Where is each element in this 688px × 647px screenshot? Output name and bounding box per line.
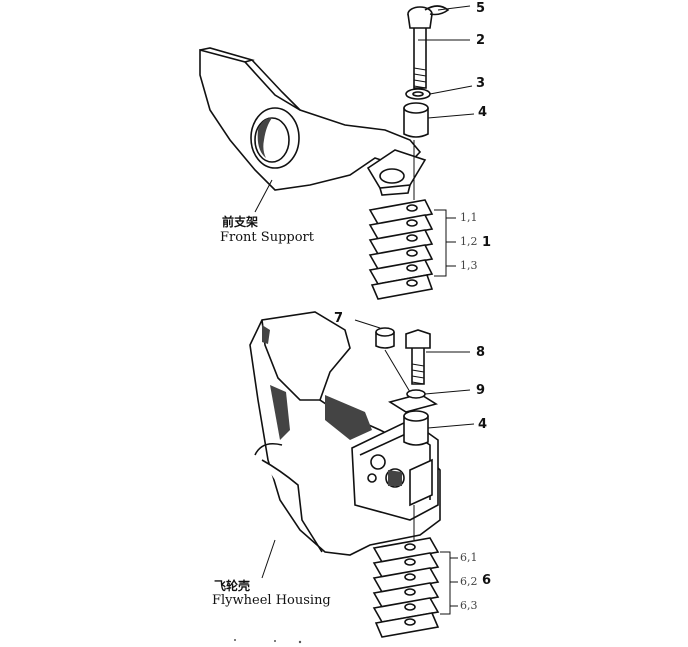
bottom-plate-and-washer bbox=[388, 389, 471, 413]
callout-6-1: 6,1 bbox=[460, 551, 478, 564]
callout-5-top: 5 bbox=[476, 1, 486, 16]
flywheel-housing-caption-cn: 飞轮壳 bbox=[214, 579, 251, 593]
callout-1-3: 1,3 bbox=[460, 259, 478, 272]
bottom-sleeve bbox=[403, 410, 475, 446]
callout-6: 6 bbox=[482, 573, 492, 588]
callout-2-top: 2 bbox=[476, 33, 486, 48]
callout-1-2: 1,2 bbox=[460, 235, 478, 248]
callout-7: 7 bbox=[334, 311, 344, 326]
callout-8: 8 bbox=[476, 345, 486, 360]
front-support-caption-cn: 前支架 bbox=[222, 215, 259, 229]
callout-4-top: 4 bbox=[478, 105, 488, 120]
callout-1: 1 bbox=[482, 235, 492, 250]
bottom-bolt bbox=[405, 329, 470, 385]
top-washer bbox=[405, 85, 473, 100]
top-shim-stack bbox=[368, 199, 456, 300]
flywheel-housing-caption-en: Flywheel Housing bbox=[212, 593, 331, 608]
top-sleeve bbox=[403, 102, 475, 138]
scan-specks bbox=[234, 639, 302, 644]
callout-6-3: 6,3 bbox=[460, 599, 478, 612]
front-support-bracket bbox=[199, 47, 427, 213]
top-bolt bbox=[407, 6, 433, 89]
front-support-caption-en: Front Support bbox=[220, 230, 314, 245]
bottom-small-sleeve bbox=[354, 319, 411, 393]
callout-6-2: 6,2 bbox=[460, 575, 478, 588]
top-lock-wire bbox=[424, 5, 471, 16]
callout-4-bottom: 4 bbox=[478, 417, 488, 432]
callout-3-top: 3 bbox=[476, 76, 486, 91]
callout-1-1: 1,1 bbox=[460, 211, 478, 224]
callout-9: 9 bbox=[476, 383, 486, 398]
bottom-shim-stack bbox=[372, 537, 458, 638]
